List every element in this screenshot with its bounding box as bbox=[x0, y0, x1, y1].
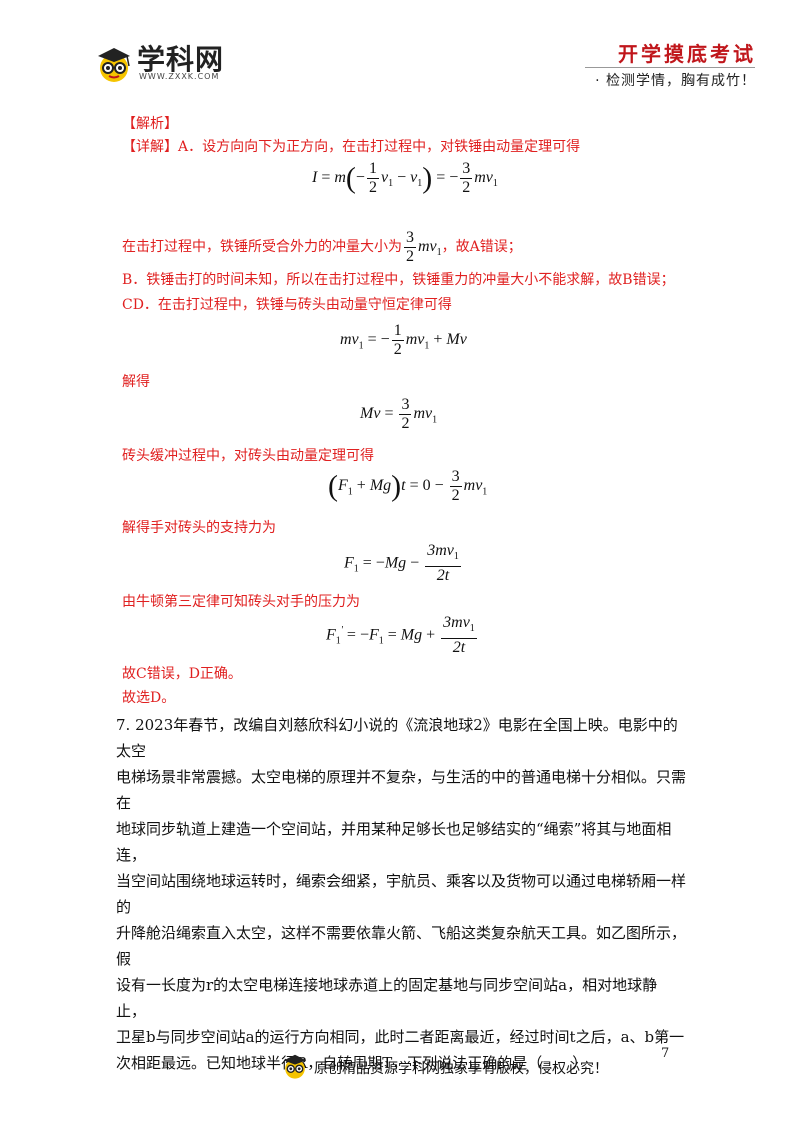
question-7-line: 地球同步轨道上建造一个空间站，并用某种足够长也足够结实的“绳索”将其与地面相连， bbox=[116, 820, 672, 864]
page-footer: 原创精品资源学科网独家享有版权，侵权必究！ bbox=[0, 1040, 800, 1100]
footer-dot: . bbox=[206, 1053, 210, 1064]
line-newton: 由牛顿第三定律可知砖头对手的压力为 bbox=[122, 594, 360, 610]
line-a2-post: ，故A错误； bbox=[441, 239, 522, 256]
header-divider bbox=[585, 67, 755, 68]
line-a-text: A．设方向向下为正方向，在击打过程中，对铁锤由动量定理可得 bbox=[178, 139, 581, 155]
copyright-notice: 原创精品资源学科网独家享有版权，侵权必究！ bbox=[314, 1061, 608, 1077]
line-cd-result: 故C错误，D正确。 bbox=[122, 666, 242, 682]
brand-url: WWW.ZXXK.COM bbox=[139, 72, 220, 81]
question-7-line: 卫星b与同步空间站a的运行方向相同，此时二者距离最近，经过时间t之后，a、b第一 bbox=[116, 1028, 685, 1046]
question-7: 7. 2023年春节，改编自刘慈欣科幻小说的《流浪地球2》电影在全国上映。电影中… bbox=[116, 712, 686, 1076]
detail-tag: 【详解】 bbox=[122, 139, 178, 155]
mascot-logo-icon bbox=[98, 48, 130, 82]
line-b: B．铁锤击打的时间未知，所以在击打过程中，铁锤重力的冲量大小不能求解，故B错误； bbox=[122, 272, 675, 288]
question-7-line: 当空间站围绕地球运转时，绳索会细紧，宇航员、乘客以及货物可以通过电梯轿厢一样的 bbox=[116, 872, 687, 916]
line-cd: CD．在击打过程中，铁锤与砖头由动量守恒定律可得 bbox=[122, 297, 452, 313]
line-support: 解得手对砖头的支持力为 bbox=[122, 520, 276, 536]
line-a2-pre: 在击打过程中，铁锤所受合外力的冲量大小为 bbox=[122, 239, 402, 256]
page-number: 7 bbox=[661, 1046, 670, 1061]
slogan-subtitle: · 检测学情，胸有成竹！ bbox=[595, 73, 756, 89]
line-choose: 故选D。 bbox=[122, 690, 176, 706]
question-7-line: 升降舱沿绳索直入太空，这样不需要依靠火箭、飞船这类复杂航天工具。如乙图所示，假 bbox=[116, 924, 687, 968]
question-7-line: 设有一长度为r的太空电梯连接地球赤道上的固定基地与同步空间站a，相对地球静止， bbox=[116, 976, 658, 1020]
footer-mascot-icon bbox=[283, 1054, 307, 1079]
page-header: 学科网 WWW.ZXXK.COM 开学摸底考试 · 检测学情，胸有成竹！ bbox=[0, 0, 800, 100]
analysis-tag: 【解析】 bbox=[122, 116, 178, 132]
question-7-line: 次相距最远。已知地球半径R，自转周期T，下列说法正确的是（ ） bbox=[116, 1054, 588, 1072]
slogan-title: 开学摸底考试 bbox=[618, 42, 756, 66]
brand-name: 学科网 bbox=[137, 43, 225, 76]
line-solve: 解得 bbox=[122, 374, 150, 390]
question-7-line: 7. 2023年春节，改编自刘慈欣科幻小说的《流浪地球2》电影在全国上映。电影中… bbox=[116, 716, 678, 760]
detail-line-a: 【详解】A．设方向向下为正方向，在击打过程中，对铁锤由动量定理可得 bbox=[122, 137, 580, 157]
question-7-line: 电梯场景非常震撼。太空电梯的原理并不复杂，与生活的中的普通电梯十分相似。只需在 bbox=[116, 768, 687, 812]
line-brick: 砖头缓冲过程中，对砖头由动量定理可得 bbox=[122, 448, 374, 464]
